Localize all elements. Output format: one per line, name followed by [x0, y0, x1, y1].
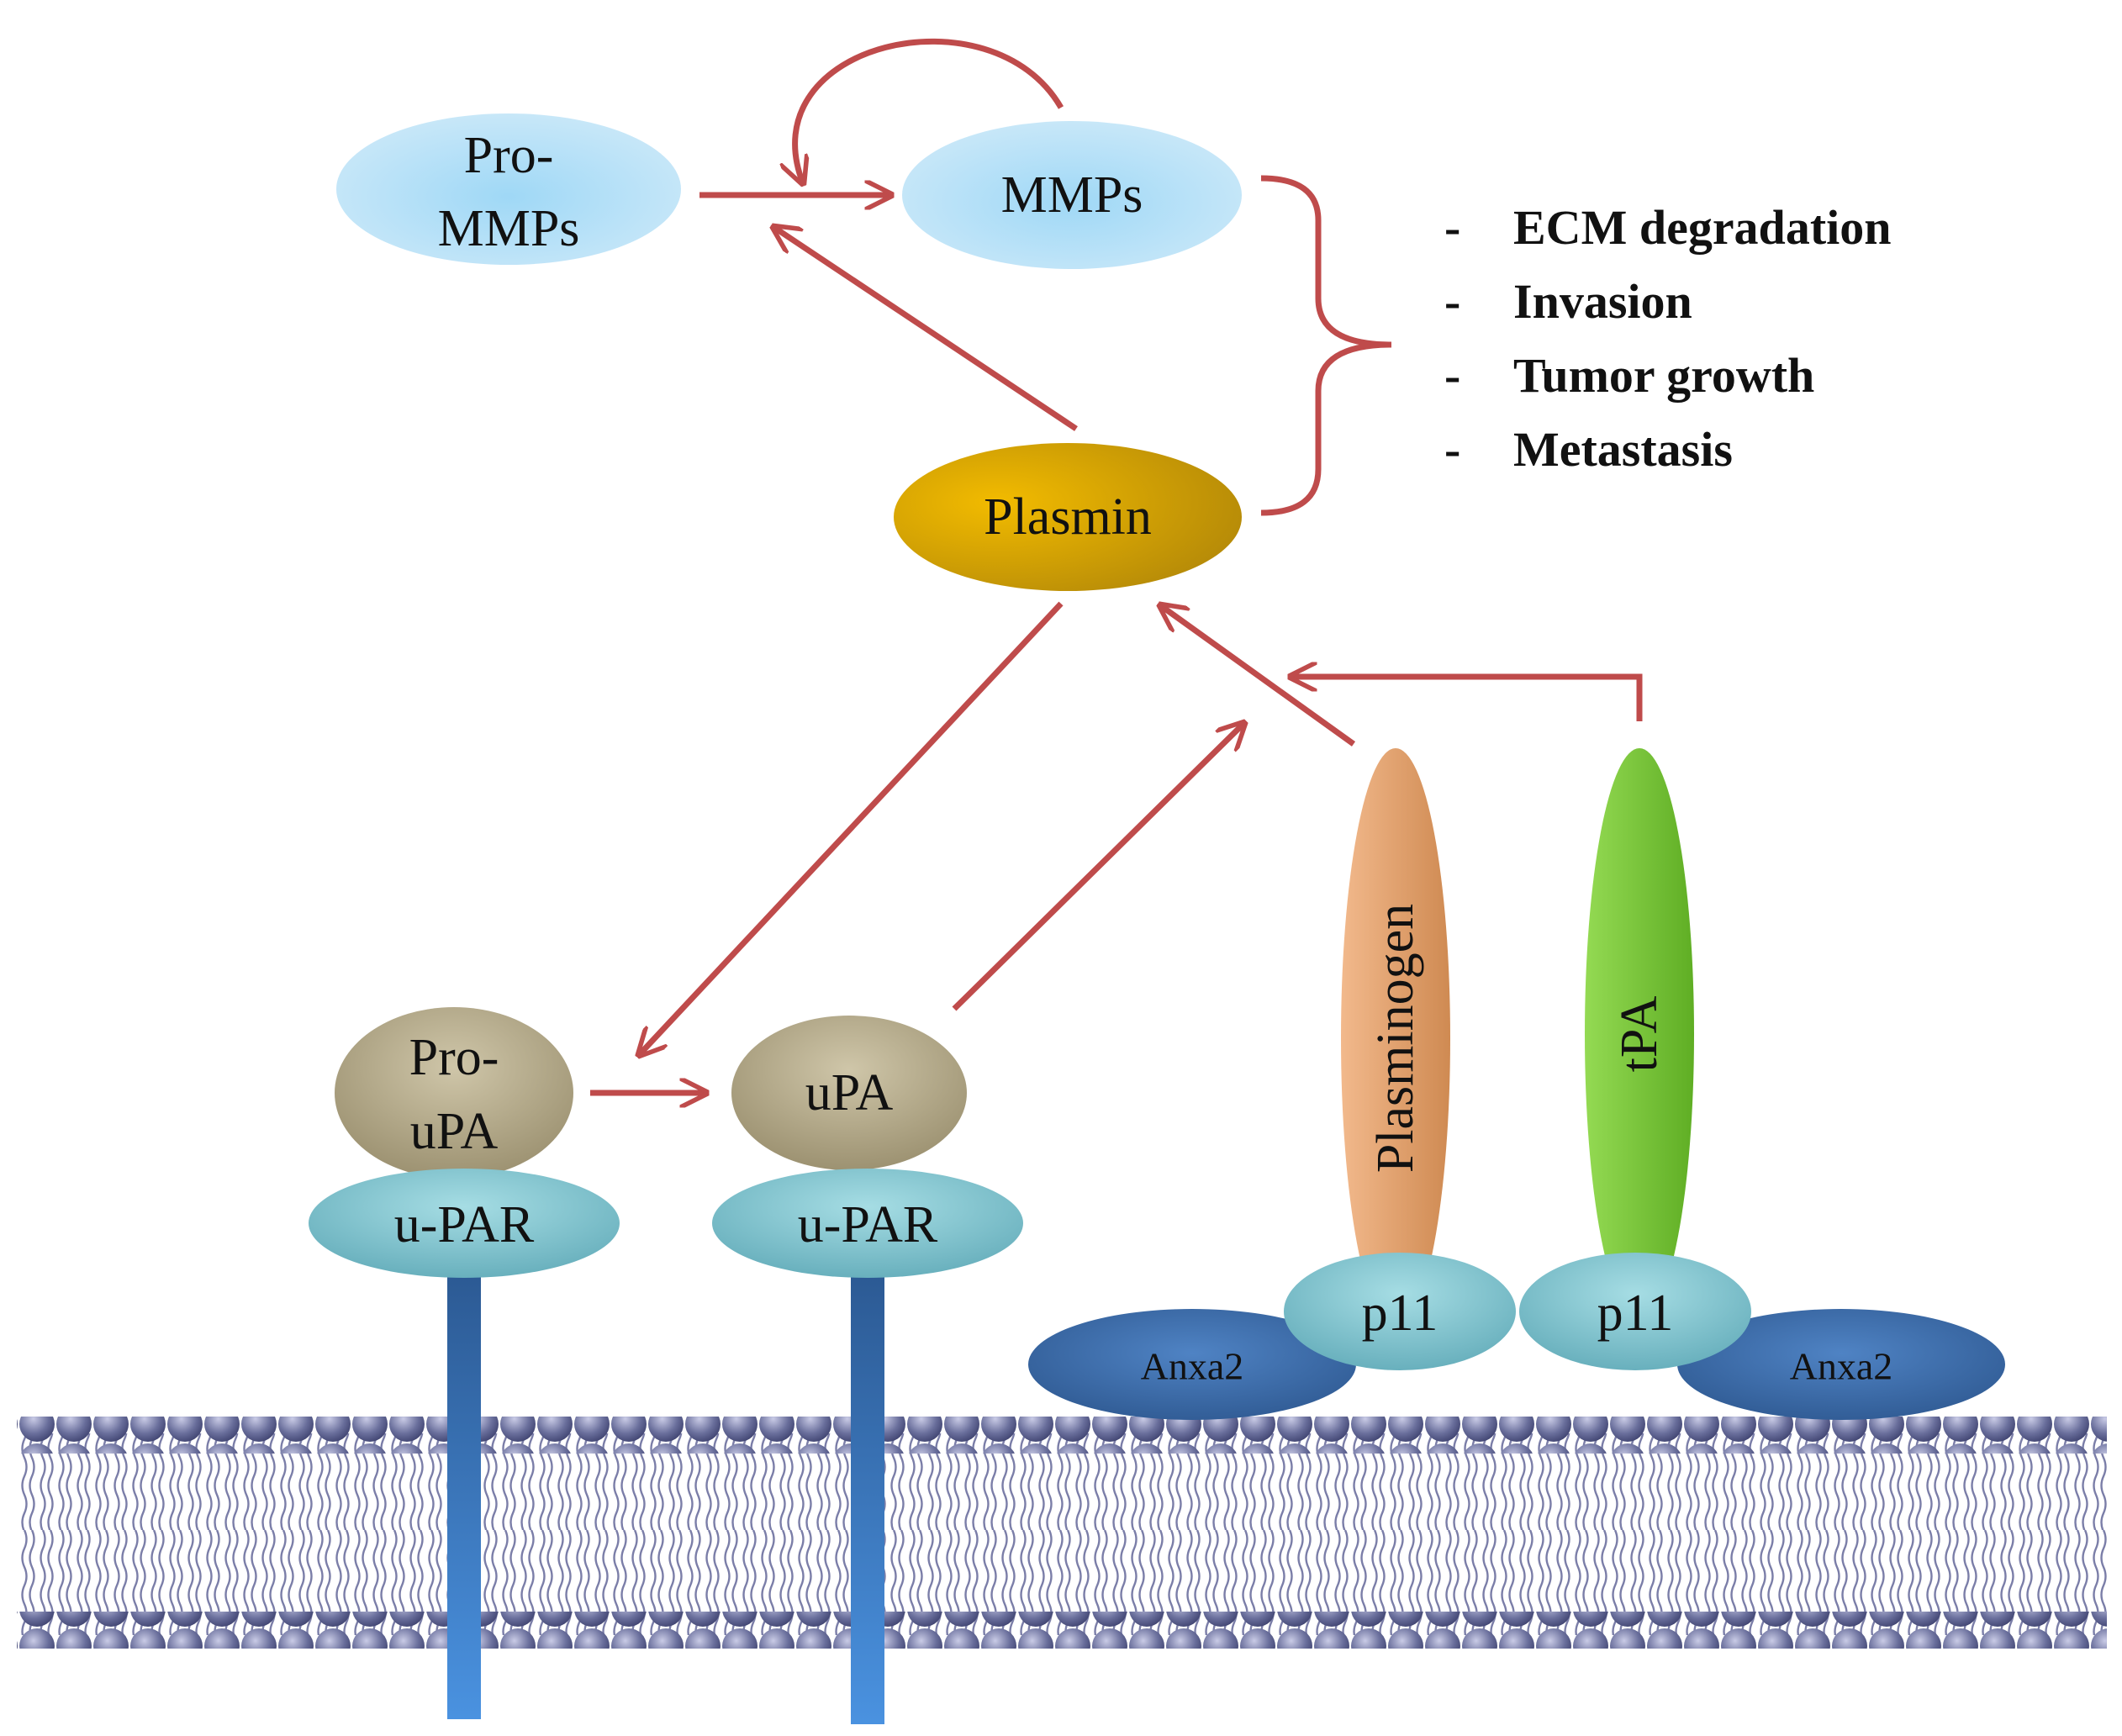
arrow-mmp-autoactivation — [795, 38, 1064, 183]
outcome-item-2: Invasion — [1513, 274, 1692, 329]
node-pro-upa: Pro- uPA — [335, 1007, 573, 1179]
cell-membrane — [17, 1417, 2107, 1649]
node-p11-left: p11 — [1284, 1253, 1516, 1370]
outcome-bullet-4: - — [1444, 422, 1460, 477]
outcomes-list: - ECM degradation - Invasion - Tumor gro… — [1444, 200, 1892, 477]
arrow-upa-to-plasmin — [952, 723, 1244, 1011]
mmps-label: MMPs — [1001, 166, 1143, 224]
node-mmps: MMPs — [902, 121, 1242, 269]
outcome-item-1: ECM degradation — [1513, 200, 1892, 255]
upar-right-label: u-PAR — [798, 1196, 938, 1253]
p11-right-label: p11 — [1597, 1285, 1674, 1342]
arrow-tpa-to-plasmin — [1291, 677, 1643, 721]
upa-label: uPA — [805, 1064, 894, 1121]
node-upar-right: u-PAR — [712, 1169, 1023, 1278]
node-plasminogen: Plasminogen — [1341, 748, 1450, 1328]
anxa2-right-label: Anxa2 — [1790, 1345, 1893, 1388]
node-pro-mmps: Pro- MMPs — [336, 113, 681, 265]
outcome-bullet-3: - — [1444, 348, 1460, 403]
arrow-plasmin-to-pro-upa — [639, 601, 1064, 1055]
node-anxa2-left: Anxa2 — [1028, 1309, 1356, 1420]
pro-mmps-label-line2: MMPs — [438, 200, 580, 257]
p11-left-label: p11 — [1362, 1285, 1438, 1342]
outcome-item-3: Tumor growth — [1513, 348, 1814, 403]
outcome-item-4: Metastasis — [1513, 422, 1733, 477]
upar-left-stem — [447, 1276, 481, 1719]
outcome-bullet-2: - — [1444, 274, 1460, 329]
bracket — [1260, 175, 1392, 516]
node-anxa2-right: Anxa2 — [1677, 1309, 2005, 1420]
outcome-bullet-1: - — [1444, 200, 1460, 255]
upar-left-label: u-PAR — [394, 1196, 535, 1253]
pro-mmps-label-line1: Pro- — [464, 127, 554, 184]
tpa-label: tPA — [1611, 995, 1668, 1072]
arrows — [590, 38, 1643, 1093]
node-upa: uPA — [731, 1016, 967, 1170]
plasmin-label: Plasmin — [984, 488, 1152, 546]
pro-upa-label-line1: Pro- — [409, 1029, 499, 1086]
node-tpa: tPA — [1585, 748, 1694, 1320]
anxa2-left-label: Anxa2 — [1141, 1345, 1244, 1388]
arrow-plasminogen-to-plasmin — [1160, 605, 1356, 747]
node-plasmin: Plasmin — [894, 443, 1242, 591]
arrow-plasmin-to-pro-mmps — [773, 227, 1078, 431]
pro-upa-label-line2: uPA — [410, 1103, 499, 1160]
plasminogen-label: Plasminogen — [1367, 904, 1424, 1173]
node-upar-left: u-PAR — [309, 1169, 620, 1278]
node-p11-right: p11 — [1519, 1253, 1751, 1370]
upar-right-stem — [851, 1276, 884, 1724]
